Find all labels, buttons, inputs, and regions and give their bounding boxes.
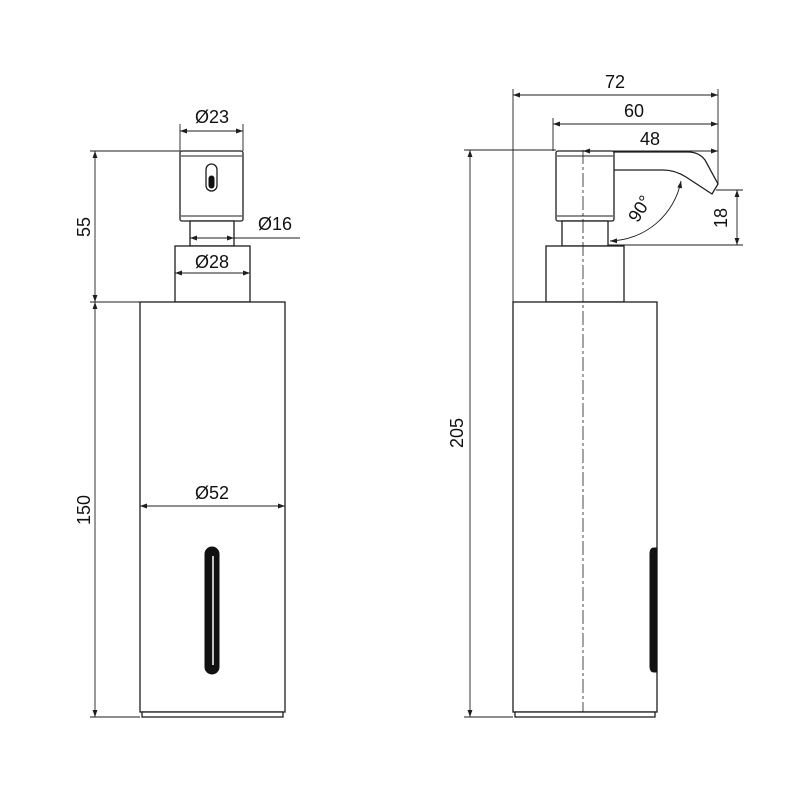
spout [611, 151, 719, 195]
dimension-head-to-spout: 60 [552, 101, 718, 151]
neck-diameter-label: Ø16 [258, 214, 292, 234]
spout-angle-label: 90° [624, 192, 655, 226]
body-base [141, 711, 284, 718]
dimension-head-diameter: Ø23 [179, 107, 244, 151]
total-height-label: 205 [447, 418, 467, 448]
pump-head [179, 150, 244, 222]
body-diameter-label: Ø52 [195, 483, 229, 503]
level-window [204, 546, 220, 675]
dimension-collar-diameter: Ø28 [175, 252, 250, 276]
head-diameter-label: Ø23 [195, 107, 229, 127]
side-level-window [649, 547, 658, 673]
dimension-spout-angle: 90° [609, 180, 683, 244]
spout-drop-label: 18 [711, 208, 731, 228]
center-to-spout-label: 48 [640, 129, 660, 149]
collar-diameter-label: Ø28 [195, 252, 229, 272]
pump-height-label: 55 [74, 217, 94, 237]
dimension-spout-drop: 18 [608, 189, 743, 246]
dimension-overall-reach: 72 [512, 72, 719, 302]
dimension-body-diameter: Ø52 [140, 483, 285, 509]
dimension-center-to-spout: 48 [583, 129, 718, 154]
dimension-total-height: 205 [447, 149, 556, 718]
body-height-label: 150 [74, 495, 94, 525]
side-pump-head [555, 150, 615, 222]
head-to-spout-label: 60 [624, 101, 644, 121]
side-view: 72 60 48 205 18 90° [447, 72, 743, 718]
side-pump-collar [545, 245, 625, 303]
side-pump-neck [561, 220, 609, 247]
overall-reach-label: 72 [605, 72, 625, 92]
dimension-left-heights: 55 150 [74, 150, 180, 718]
front-view: Ø23 Ø16 Ø28 Ø52 55 150 [74, 107, 300, 718]
side-body-base [514, 711, 656, 718]
dimension-neck-diameter: Ø16 [190, 214, 300, 241]
pump-neck [189, 220, 235, 247]
pump-slot [205, 163, 218, 192]
side-dispenser-body [512, 301, 658, 713]
